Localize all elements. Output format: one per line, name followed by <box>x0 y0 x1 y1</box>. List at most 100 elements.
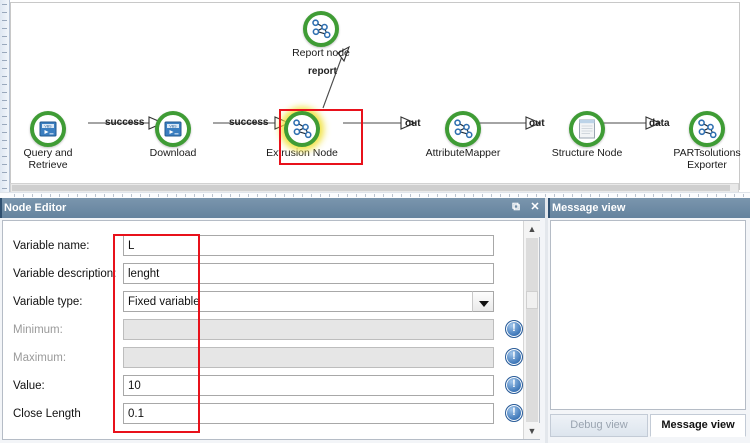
scroll-down-icon[interactable]: ▼ <box>524 423 540 439</box>
ruler-tick <box>77 194 78 197</box>
svg-text:VBS: VBS <box>44 125 52 129</box>
info-icon[interactable] <box>505 404 523 422</box>
vbs-script-icon: VBS <box>39 121 57 137</box>
ruler-tick <box>644 194 645 197</box>
panel-splitter[interactable] <box>545 198 548 443</box>
ruler-tick <box>140 194 141 197</box>
edge-label-download-to-extrusion: success <box>229 117 269 128</box>
ruler-tick <box>689 194 690 197</box>
tab-message-view[interactable]: Message view <box>650 414 746 437</box>
ruler-tick <box>302 194 303 197</box>
float-icon[interactable]: ⧉ <box>512 201 520 213</box>
field-input[interactable]: 10 <box>123 375 494 396</box>
ruler-tick <box>2 76 7 77</box>
ruler-tick <box>680 194 681 197</box>
ruler-tick <box>2 188 7 189</box>
ruler-tick <box>2 20 7 21</box>
vertical-ruler <box>0 0 10 192</box>
info-icon[interactable] <box>505 376 523 394</box>
ruler-tick <box>365 194 366 197</box>
node-icon-ring: VBS <box>30 111 66 147</box>
scrollbar-track[interactable] <box>526 238 538 422</box>
ruler-tick <box>599 194 600 197</box>
ruler-tick <box>2 12 7 13</box>
node-editor-titlebar: Node Editor ⧉ ✕ <box>0 198 545 218</box>
ruler-tick <box>635 194 636 197</box>
scrollbar-thumb[interactable] <box>526 291 538 309</box>
workflow-graph <box>88 45 662 130</box>
ruler-tick <box>356 194 357 197</box>
form-row: Variable description:lenght <box>13 263 518 289</box>
ruler-tick <box>743 194 744 197</box>
info-icon[interactable] <box>505 320 523 338</box>
close-icon[interactable]: ✕ <box>530 201 540 213</box>
ruler-tick <box>338 194 339 197</box>
ruler-tick <box>158 194 159 197</box>
ruler-tick <box>419 194 420 197</box>
ruler-tick <box>50 194 51 197</box>
workflow-node-attributemapper[interactable]: AttributeMapper <box>426 111 500 160</box>
edge-label-extrusion-to-report: report <box>308 66 337 77</box>
ruler-tick <box>149 194 150 197</box>
field-label: Maximum: <box>13 352 67 364</box>
ruler-tick <box>617 194 618 197</box>
field-input <box>123 347 494 368</box>
ruler-tick <box>734 194 735 197</box>
edge-label-structure-to-exporter: data <box>649 118 670 129</box>
field-input[interactable]: L <box>123 235 494 256</box>
node-label: PARTsolutions Exporter <box>673 147 741 171</box>
ruler-tick <box>2 52 7 53</box>
ruler-tick <box>284 194 285 197</box>
ruler-tick <box>293 194 294 197</box>
field-input[interactable]: 0.1 <box>123 403 494 424</box>
scroll-up-icon[interactable]: ▲ <box>524 221 540 237</box>
form-row: Value:10 <box>13 375 523 401</box>
workflow-node-report[interactable]: Report node <box>292 11 350 60</box>
tab-debug-view[interactable]: Debug view <box>550 414 648 437</box>
ruler-tick <box>113 194 114 197</box>
ruler-tick <box>2 44 7 45</box>
node-editor-vertical-scrollbar[interactable]: ▲ ▼ <box>523 221 540 439</box>
edge-label-query-to-download: success <box>105 117 145 128</box>
ruler-tick <box>212 194 213 197</box>
ruler-tick <box>347 194 348 197</box>
field-input <box>123 319 494 340</box>
form-row: Variable name:L <box>13 235 518 261</box>
ruler-tick <box>653 194 654 197</box>
ruler-tick <box>2 36 7 37</box>
ruler-tick <box>2 172 7 173</box>
field-label: Minimum: <box>13 324 63 336</box>
ruler-tick <box>329 194 330 197</box>
ruler-tick <box>2 140 7 141</box>
vbs-script-icon: VBS <box>164 121 182 137</box>
ruler-tick <box>167 194 168 197</box>
ruler-tick <box>95 194 96 197</box>
ruler-tick <box>230 194 231 197</box>
message-view-content[interactable] <box>550 220 746 410</box>
ruler-tick <box>2 68 7 69</box>
node-label: Query and Retrieve <box>23 147 73 171</box>
ruler-tick <box>527 194 528 197</box>
workflow-node-exporter[interactable]: PARTsolutions Exporter <box>673 111 741 171</box>
variable-type-select[interactable]: Fixed variable <box>123 291 494 312</box>
workflow-node-query[interactable]: VBS Query and Retrieve <box>23 111 73 171</box>
scrollbar-thumb[interactable] <box>12 185 730 191</box>
ruler-tick <box>257 194 258 197</box>
workflow-node-structure[interactable]: Structure Node <box>552 111 622 160</box>
field-input[interactable]: lenght <box>123 263 494 284</box>
ruler-tick <box>14 194 15 197</box>
info-icon[interactable] <box>505 348 523 366</box>
ruler-tick <box>266 194 267 197</box>
workflow-node-extrusion[interactable]: Extrusion Node <box>266 111 338 160</box>
ruler-tick <box>446 194 447 197</box>
node-icon-ring <box>303 11 339 47</box>
ruler-tick <box>491 194 492 197</box>
document-icon <box>579 119 595 139</box>
field-label: Variable type: <box>13 296 83 308</box>
chevron-down-icon[interactable] <box>472 291 494 312</box>
ruler-tick <box>248 194 249 197</box>
